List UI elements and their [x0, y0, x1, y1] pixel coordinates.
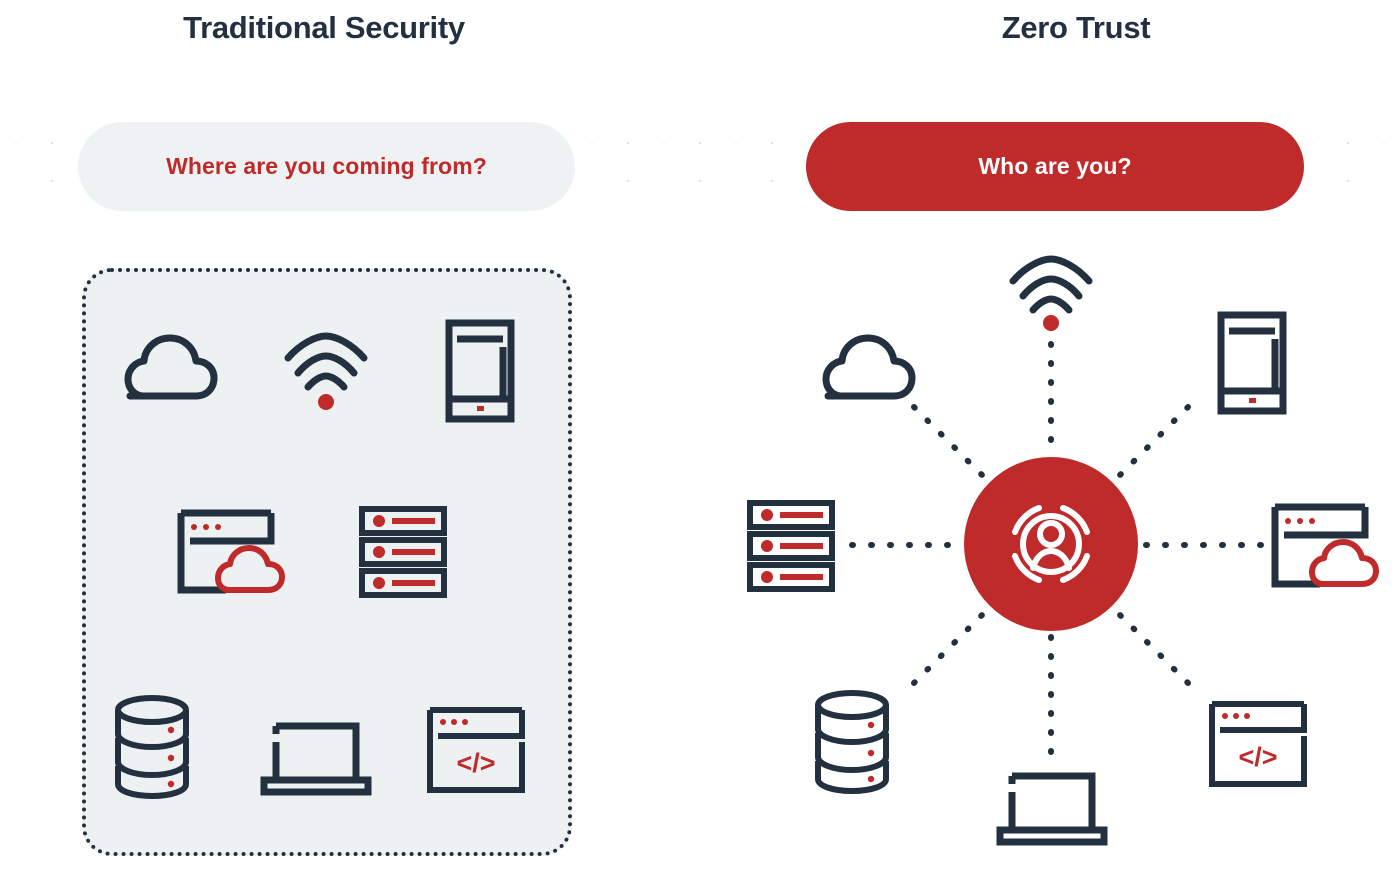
identity-connectors	[849, 322, 1265, 770]
laptop-icon	[260, 710, 372, 798]
server-stack-icon	[746, 500, 836, 592]
code-glyph-right: </>	[1238, 742, 1277, 772]
browser-cloud-icon	[1270, 502, 1390, 590]
network-perimeter-box	[82, 268, 572, 856]
code-glyph-left: </>	[456, 748, 495, 778]
wifi-signal-dot	[1043, 315, 1059, 331]
page-title-zero-trust: Zero Trust	[1001, 10, 1151, 45]
phone-home-dot	[1249, 398, 1256, 403]
laptop-icon	[996, 760, 1108, 848]
zero-trust-graph: </>	[700, 255, 1400, 865]
perimeter-icon-grid: </>	[82, 268, 572, 856]
question-pill-zero-trust: Who are you?	[806, 122, 1304, 211]
browser-cloud-icon	[176, 508, 296, 596]
server-stack-icon	[358, 506, 448, 598]
database-icon	[112, 694, 192, 800]
identity-hub	[964, 457, 1138, 631]
code-window-icon: </>	[1208, 700, 1308, 788]
mobile-phone-icon	[1216, 310, 1288, 416]
mobile-phone-icon	[444, 318, 516, 424]
database-icon	[812, 689, 892, 795]
code-window-icon: </>	[426, 706, 526, 794]
user-identity-icon	[1012, 505, 1090, 583]
wifi-icon	[1005, 253, 1097, 333]
page-title-traditional-security: Traditional Security	[183, 10, 465, 45]
question-pill-traditional: Where are you coming from?	[78, 122, 575, 211]
cloud-icon	[812, 330, 916, 410]
wifi-signal-dot	[318, 394, 334, 410]
phone-home-dot	[477, 406, 484, 411]
wifi-icon	[280, 330, 372, 410]
cloud-icon	[114, 330, 218, 410]
